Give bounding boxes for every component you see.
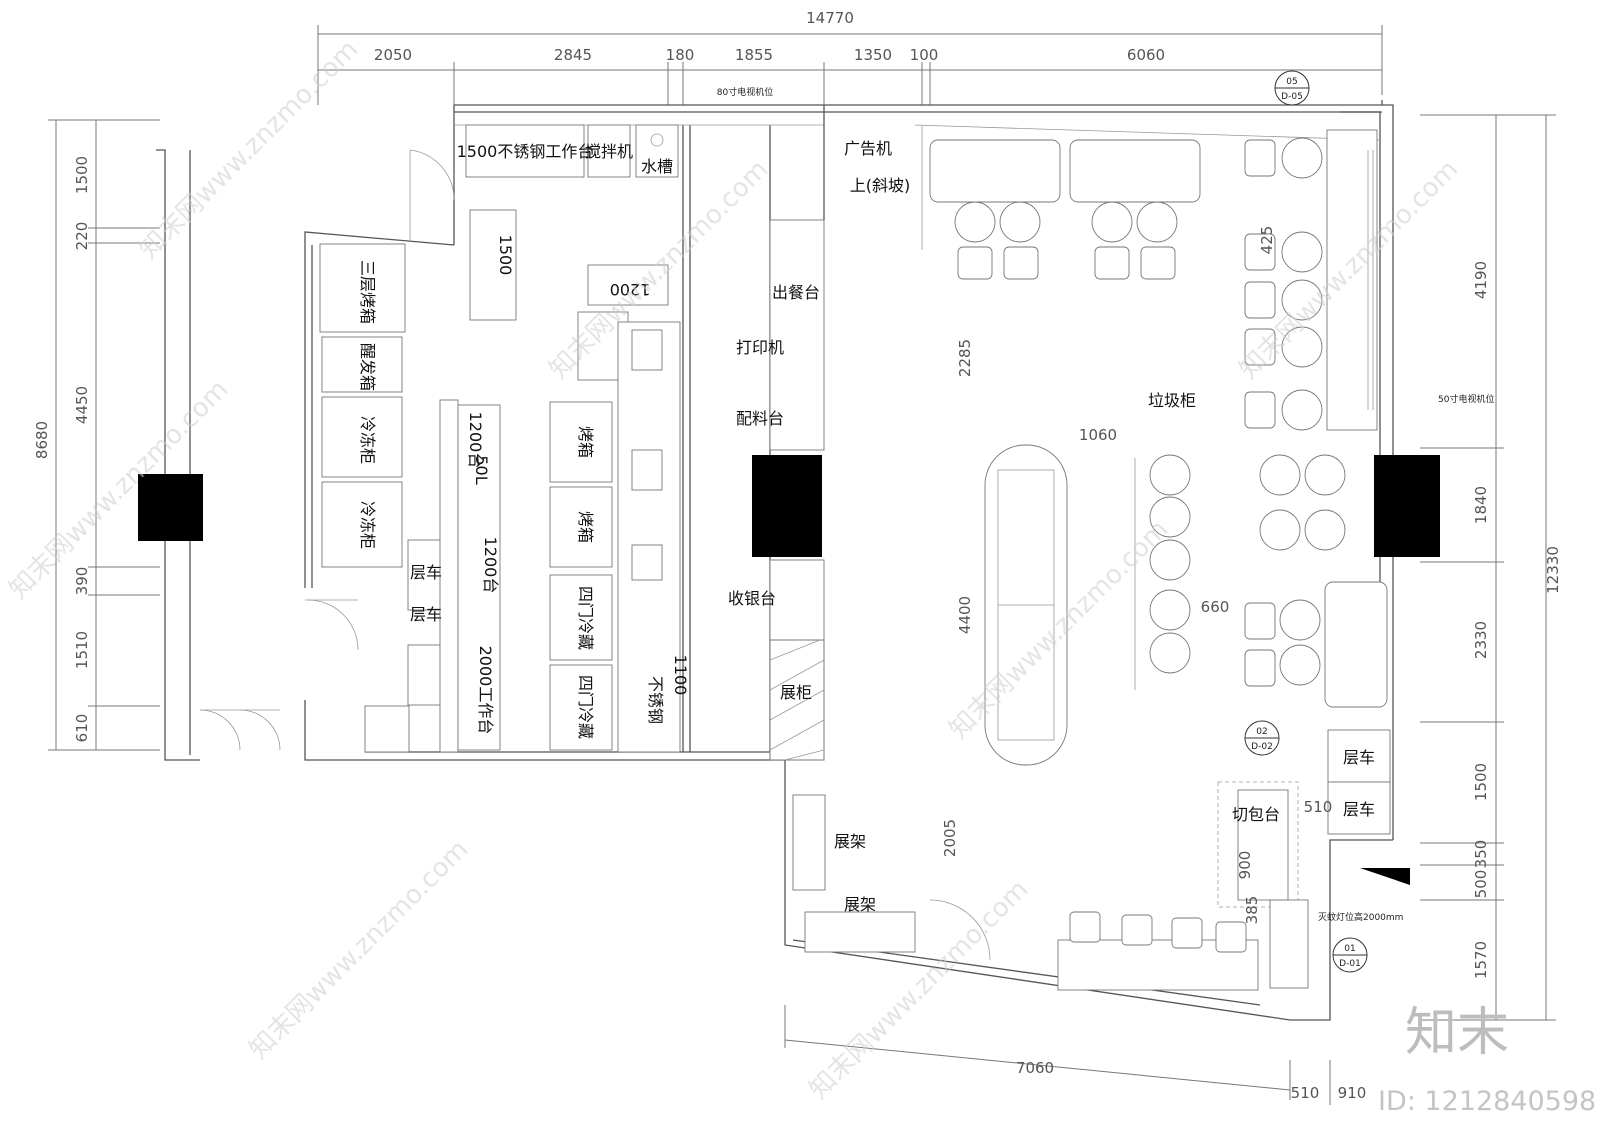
- dim-interior-9: 900: [1236, 851, 1254, 880]
- dim-top-total: 14770: [806, 9, 854, 27]
- kitchen-work-1500: 1500: [496, 235, 515, 276]
- bug-lamp-icon: [1360, 868, 1410, 885]
- callout-01-ref: D-01: [1339, 959, 1361, 969]
- label-bread-cut-counter: 切包台: [1232, 805, 1280, 824]
- label-bug-lamp: 灭蚊灯位高2000mm: [1318, 911, 1403, 923]
- dim-interior-4: 1060: [1079, 426, 1117, 444]
- label-display-rack-1: 展架: [834, 832, 866, 851]
- dim-left-seg-2: 220: [73, 222, 91, 251]
- service-counter: [769, 219, 825, 761]
- kitchen-three-layer: 三层烤箱: [358, 260, 377, 324]
- dim-left-seg-3: 4450: [73, 386, 91, 424]
- kitchen-work-2000: 2000工作台: [476, 646, 495, 735]
- label-ad-machine: 广告机: [844, 139, 892, 158]
- dim-bottom-total: 7060: [1016, 1059, 1054, 1077]
- dim-left-seg-5: 1510: [73, 631, 91, 669]
- brand-logo: 知末: [1405, 1003, 1509, 1063]
- label-display-cabinet: 展柜: [780, 683, 812, 702]
- dim-left-seg-4: 390: [73, 567, 91, 596]
- dim-right-seg-7: 1570: [1472, 941, 1490, 979]
- callout-02-num: 02: [1256, 727, 1267, 737]
- column-center: [752, 455, 822, 557]
- column-left: [138, 474, 203, 541]
- kitchen-work-1200c: 1200台: [481, 537, 500, 594]
- kitchen-sink: 水槽: [641, 157, 673, 176]
- dim-bottom-small-1: 510: [1291, 1084, 1320, 1102]
- label-printer: 打印机: [736, 338, 784, 357]
- dim-interior-1: 2285: [956, 339, 974, 377]
- dim-top-seg-3: 180: [666, 46, 695, 64]
- kitchen-freezer-2: 冷冻柜: [358, 501, 377, 549]
- dim-right-seg-2: 1840: [1472, 486, 1490, 524]
- label-trash-cabinet: 垃圾柜: [1148, 391, 1196, 410]
- watermark-6: 知末网www.znzmo.com: [244, 834, 475, 1065]
- dim-top-seg-1: 2050: [374, 46, 412, 64]
- label-cashier: 收银台: [728, 589, 776, 608]
- dim-interior-3: 2005: [941, 819, 959, 857]
- dim-right-seg-5: 350: [1472, 840, 1490, 869]
- label-tv-50: 50寸电视机位: [1438, 393, 1494, 405]
- dim-right-total: 12330: [1544, 546, 1562, 594]
- label-tv-80: 80寸电视机位: [717, 86, 773, 98]
- dim-right-seg-4: 1500: [1472, 763, 1490, 801]
- right-dimension-lines: [1420, 114, 1556, 1021]
- dim-right-seg-6: 500: [1472, 870, 1490, 899]
- callout-05: [1274, 70, 1310, 106]
- dim-top-seg-7: 6060: [1127, 46, 1165, 64]
- dim-top-seg-6: 100: [910, 46, 939, 64]
- column-right: [1374, 455, 1440, 557]
- kitchen-work-1200b: 1200台: [466, 412, 485, 469]
- label-serving-counter: 出餐台: [772, 283, 820, 302]
- left-dimension-lines: [48, 119, 160, 751]
- kitchen-oven-2: 烤箱: [576, 511, 595, 543]
- top-dimension-lines: [317, 25, 1383, 105]
- kitchen-freezer-1: 冷冻柜: [358, 416, 377, 464]
- kitchen-furniture: [319, 124, 681, 753]
- kitchen-steel-table: 1500不锈钢工作台: [457, 142, 594, 161]
- callout-02-ref: D-02: [1251, 742, 1273, 752]
- dim-interior-6: 425: [1258, 226, 1276, 255]
- dim-top-seg-5: 1350: [854, 46, 892, 64]
- watermark-1: 知末网www.znzmo.com: [134, 34, 365, 265]
- bottom-dimension-lines: [784, 1005, 1331, 1105]
- callout-01-num: 01: [1344, 944, 1355, 954]
- label-rack-cart-1: 层车: [1343, 748, 1375, 767]
- seating: [792, 129, 1391, 991]
- dim-interior-8: 510: [1304, 798, 1333, 816]
- dim-right-seg-1: 4190: [1472, 261, 1490, 299]
- kitchen-work-1200: 1200: [610, 280, 651, 299]
- kitchen-mixer: 搅拌机: [585, 142, 633, 161]
- label-rack-cart-2: 层车: [1343, 800, 1375, 819]
- kitchen-fridge-2: 四门冷藏: [576, 675, 595, 739]
- kitchen-rack-a: 层车: [410, 563, 442, 582]
- label-ramp-up: 上(斜坡): [850, 176, 911, 195]
- kitchen-fridge-1: 四门冷藏: [576, 586, 595, 650]
- dim-left-seg-1: 1500: [73, 156, 91, 194]
- kitchen-proofer: 醒发箱: [358, 343, 377, 391]
- dim-top-seg-2: 2845: [554, 46, 592, 64]
- dim-interior-5: 660: [1201, 598, 1230, 616]
- kitchen-rack-b: 层车: [410, 605, 442, 624]
- dim-left-seg-6: 610: [73, 714, 91, 743]
- label-display-rack-2: 展架: [844, 895, 876, 914]
- callout-01: [1332, 937, 1368, 973]
- dim-interior-7: 385: [1243, 896, 1261, 925]
- brand-id: ID: 1212840598: [1378, 1086, 1596, 1117]
- kitchen-oven: 烤箱: [576, 426, 595, 458]
- dim-right-seg-3: 2330: [1472, 621, 1490, 659]
- callout-05-num: 05: [1286, 77, 1297, 87]
- kitchen-steel-1100: 1100: [671, 655, 690, 696]
- dim-bottom-small-2: 910: [1338, 1084, 1367, 1102]
- dim-interior-2: 4400: [956, 596, 974, 634]
- callout-02: [1244, 720, 1280, 756]
- watermark-7: 知末网www.znzmo.com: [804, 874, 1035, 1105]
- dim-top-seg-4: 1855: [735, 46, 773, 64]
- dim-left-total: 8680: [33, 421, 51, 459]
- kitchen-steel: 不锈钢: [646, 676, 665, 724]
- label-prep-counter: 配料台: [736, 409, 784, 428]
- callout-05-ref: D-05: [1281, 92, 1303, 102]
- kitchen-oven-50l: 50L: [472, 455, 491, 484]
